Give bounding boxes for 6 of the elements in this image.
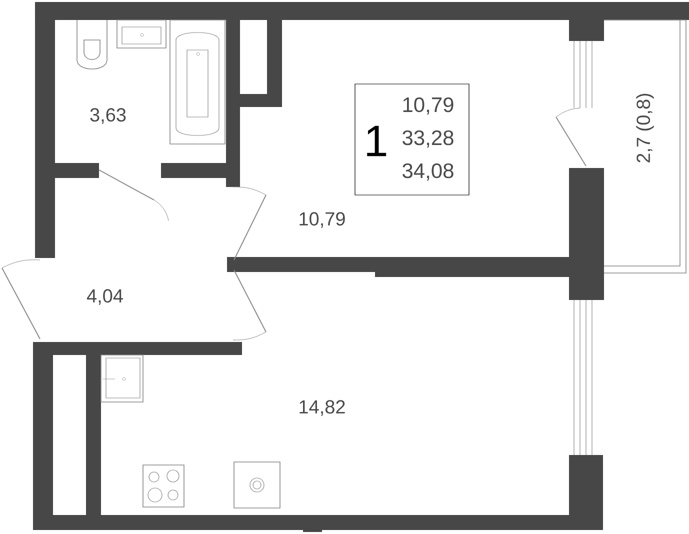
info-box: 1 10,79 33,28 34,08 [354, 84, 470, 196]
room-area-label: 10,79 [300, 212, 345, 228]
room-area-label: 14,82 [300, 400, 345, 416]
room-area-label: 3,63 [90, 108, 126, 124]
room-area-label: 4,04 [86, 289, 123, 305]
room-area-label: 2,7 (0,8) [636, 94, 654, 162]
